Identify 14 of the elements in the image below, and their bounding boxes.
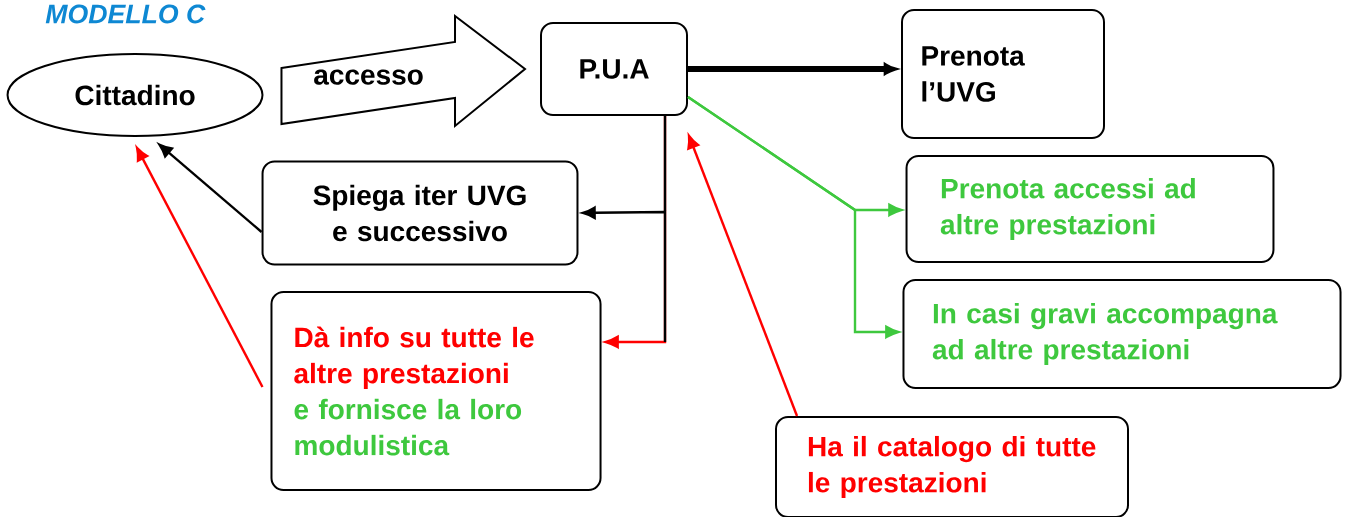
arrow xyxy=(687,134,799,417)
title: MODELLO C xyxy=(45,4,206,24)
text-box: Prenota l’UVG xyxy=(901,9,1105,139)
arrow xyxy=(581,116,667,344)
arrow xyxy=(135,146,264,388)
text-box: Dà info su tutte le altre prestazioni e fornisce la loro modulistica xyxy=(270,291,602,491)
text-box: Ha il catalogo di tutte le prestazioni xyxy=(775,416,1129,517)
arrow xyxy=(687,96,900,339)
text-box: In casi gravi accompagna ad altre prestazioni xyxy=(902,279,1342,389)
ellipse-node: Cittadino xyxy=(6,53,264,137)
arrow xyxy=(158,143,263,233)
text-box: Spiega iter UVG e successivo xyxy=(261,160,579,266)
text-box: P.U.A xyxy=(540,22,688,116)
text-box: Prenota accessi ad altre prestazioni xyxy=(905,155,1275,263)
